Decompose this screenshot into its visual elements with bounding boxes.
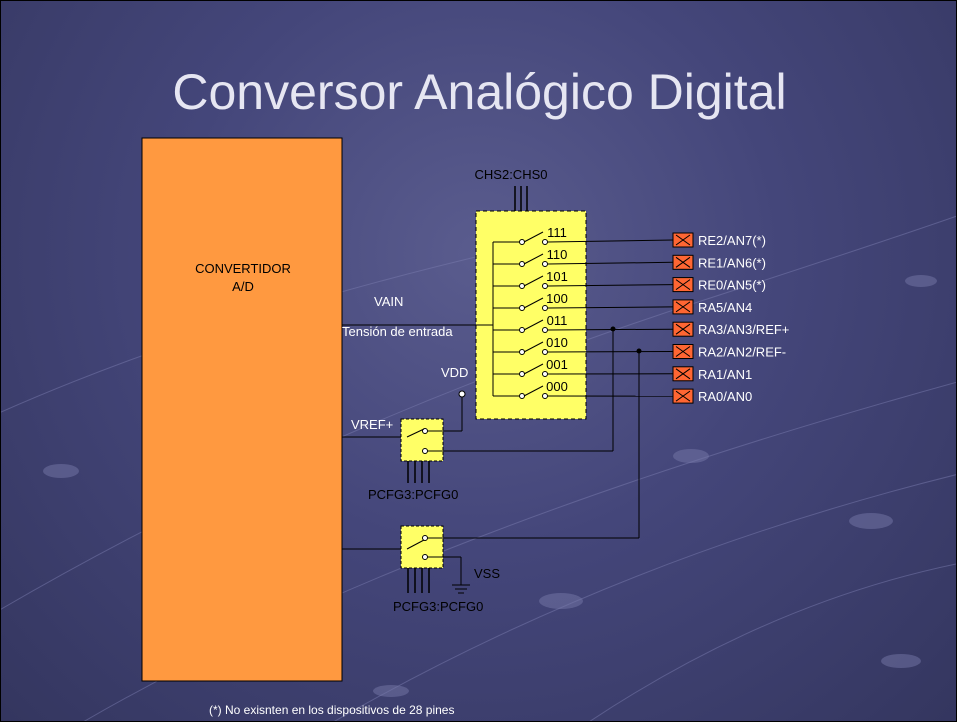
mux-code: 101 <box>546 269 568 284</box>
pin-wire <box>547 306 674 309</box>
mux-switch-contact <box>542 283 548 289</box>
pin-label: RE1/AN6(*) <box>698 255 766 270</box>
pin-label: RE0/AN5(*) <box>698 278 766 293</box>
pin-label: RA1/AN1 <box>698 367 752 382</box>
pin-connector-icon <box>672 366 694 382</box>
mux-code: 011 <box>547 313 568 328</box>
mux-switch-contact <box>519 239 525 245</box>
pin-wire <box>547 328 674 331</box>
pin-wire <box>547 284 674 287</box>
mux-switch-blade <box>523 275 544 287</box>
vain-label: VAIN <box>374 294 403 309</box>
footnote: (*) No exisnten en los dispositivos de 2… <box>209 703 455 717</box>
mux-switch-contact <box>542 393 548 399</box>
mux-switch-contact <box>519 327 525 333</box>
pin-label: RA2/AN2/REF- <box>698 345 786 360</box>
pin-connector-icon <box>672 277 694 293</box>
pin-wire <box>547 351 674 353</box>
converter-label-line2: A/D <box>232 279 254 294</box>
mux-switch-contact <box>542 327 548 333</box>
pin-label: RE2/AN7(*) <box>698 233 766 248</box>
pin-connector-icon <box>672 232 694 248</box>
mux-switch-contact <box>542 371 548 377</box>
mux-switch-contact <box>519 349 525 355</box>
mux-switch-contact <box>519 305 525 311</box>
vdd-label: VDD <box>441 365 468 380</box>
pin-connector-icon <box>672 344 694 359</box>
mux-code: 010 <box>546 335 568 350</box>
mux-switch-contact <box>542 261 548 267</box>
mux-code: 000 <box>546 379 568 394</box>
mux-switch-contact <box>519 371 525 377</box>
mux-code: 001 <box>546 357 568 372</box>
pin-connector-icon <box>672 321 694 337</box>
pin-connector-icon <box>672 299 694 315</box>
mux-switch-blade <box>523 231 544 243</box>
pin-wire <box>547 261 674 265</box>
mux-switch-blade <box>523 363 544 375</box>
pcfg-upper-lines <box>407 461 430 483</box>
mux-select-lines <box>514 186 528 211</box>
vdd-terminal <box>458 390 466 398</box>
mux-switch-contact <box>519 393 525 399</box>
ground-icon <box>452 584 470 594</box>
vref-plus-label: VREF+ <box>351 417 393 432</box>
mux-switch-blade <box>523 297 544 309</box>
mux-select-label: CHS2:CHS0 <box>475 167 548 182</box>
pin-wire <box>547 239 674 243</box>
mux-switch-contact <box>519 283 525 289</box>
mux-code: 100 <box>546 291 568 306</box>
mux-code: 110 <box>547 247 568 262</box>
pin-label: RA5/AN4 <box>698 300 752 315</box>
mux-switch-contact <box>542 305 548 311</box>
pcfg-lower-label: PCFG3:PCFG0 <box>393 599 483 614</box>
pin-connector-icon <box>672 388 694 404</box>
mux-switch-contact <box>542 239 548 245</box>
mux-box <box>475 210 587 420</box>
pin-connector-icon <box>672 254 694 270</box>
mux-switches <box>493 231 548 399</box>
converter-block <box>141 137 343 682</box>
vain-description: Tensión de entrada <box>342 324 453 339</box>
mux-switch-contact <box>519 261 525 267</box>
vss-switch-box <box>400 525 444 569</box>
mux-switch-contact <box>542 349 548 355</box>
pcfg-upper-label: PCFG3:PCFG0 <box>368 487 458 502</box>
slide-title: Conversor Analógico Digital <box>172 64 787 120</box>
pcfg-lower-lines <box>407 568 430 593</box>
converter-label-line1: CONVERTIDOR <box>195 261 291 276</box>
vss-label: VSS <box>474 566 500 581</box>
pin-label: RA0/AN0 <box>698 389 752 404</box>
mux-code: 111 <box>547 225 567 240</box>
mux-switch-blade <box>523 319 544 331</box>
mux-switch-blade <box>523 385 544 397</box>
vref-switch-box <box>400 418 444 462</box>
pin-label: RA3/AN3/REF+ <box>698 322 789 337</box>
mux-switch-blade <box>523 341 544 353</box>
mux-switch-blade <box>523 253 544 265</box>
